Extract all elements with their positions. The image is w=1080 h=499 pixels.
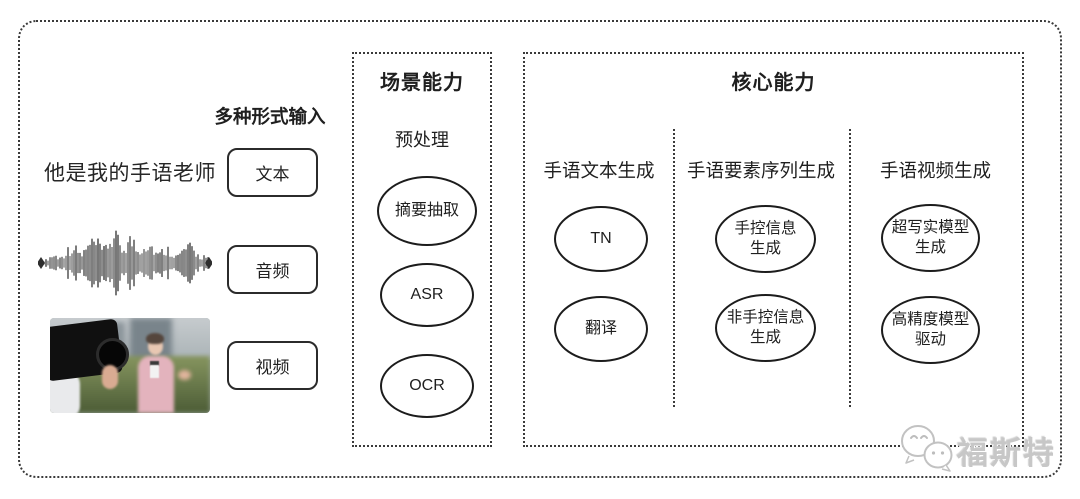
input-type-label: 视频 bbox=[255, 358, 290, 377]
photo-reporter-hand-shape bbox=[178, 370, 191, 380]
node-asr: ASR bbox=[380, 263, 474, 327]
watermark-text: 福斯特 bbox=[957, 436, 1056, 471]
preprocess-label: 预处理 bbox=[395, 130, 449, 150]
photo-cameraman-hand-shape bbox=[102, 365, 118, 389]
wechat-bubbles-icon bbox=[901, 425, 953, 472]
node-summary-extraction: 摘要抽取 bbox=[377, 176, 477, 246]
input-type-box-audio: 音频 bbox=[227, 245, 318, 294]
core-box-title: 核心能力 bbox=[731, 72, 816, 94]
column-divider bbox=[849, 129, 851, 407]
scene-capability-box: 场景能力 预处理 摘要抽取 ASR OCR bbox=[352, 52, 492, 447]
column-header-sign-video-generation: 手语视频生成 bbox=[879, 160, 991, 181]
audio-waveform-icon bbox=[38, 230, 212, 296]
core-capability-box: 核心能力 手语文本生成 手语要素序列生成 手语视频生成 TN 翻译 手控信息 生… bbox=[523, 52, 1024, 447]
column-divider bbox=[673, 129, 675, 407]
node-non-manual-info-generation: 非手控信息 生成 bbox=[715, 294, 816, 362]
node-high-precision-model-driving: 高精度模型 驱动 bbox=[881, 296, 980, 364]
node-ocr: OCR bbox=[380, 354, 474, 418]
node-tn: TN bbox=[554, 206, 648, 272]
node-translation: 翻译 bbox=[554, 296, 648, 362]
node-hyperrealistic-model-generation: 超写实模型 生成 bbox=[881, 204, 980, 272]
input-type-label: 文本 bbox=[255, 165, 290, 184]
outer-dotted-frame bbox=[18, 20, 1062, 478]
input-heading: 多种形式输入 bbox=[214, 106, 326, 127]
input-type-box-video: 视频 bbox=[227, 341, 318, 390]
camera-filming-reporter-photo bbox=[50, 318, 210, 413]
photo-microphone-shape bbox=[150, 365, 159, 378]
node-manual-info-generation: 手控信息 生成 bbox=[715, 205, 816, 273]
sample-sentence-text: 他是我的手语老师 bbox=[44, 162, 216, 185]
input-type-label: 音频 bbox=[255, 262, 290, 281]
column-header-sign-element-sequence-generation: 手语要素序列生成 bbox=[686, 160, 835, 181]
input-type-box-text: 文本 bbox=[227, 148, 318, 197]
scene-box-title: 场景能力 bbox=[380, 72, 464, 94]
photo-reporter-hair-shape bbox=[146, 333, 164, 344]
photo-microphone-shape bbox=[150, 361, 159, 366]
column-header-sign-text-generation: 手语文本生成 bbox=[543, 160, 655, 181]
